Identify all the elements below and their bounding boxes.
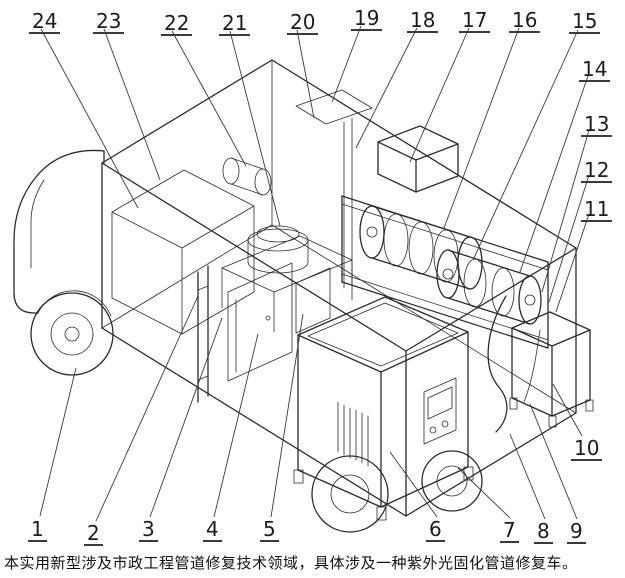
leader-2 [95,295,199,522]
callout-label-14: 14 [579,59,611,82]
cab-outline [13,149,105,314]
rear-wheel2-outer [421,450,483,512]
leader-20 [296,29,315,119]
callout-label-2: 2 [84,523,103,546]
callout-label-8: 8 [534,521,553,544]
small-box [295,267,331,334]
front-wheel-outer [30,292,114,376]
callout-label-23: 23 [93,11,125,34]
rear-wheels [311,450,483,533]
callout-label-18: 18 [407,10,439,33]
callout-label-22: 22 [161,13,193,36]
figure-caption: 本实用新型涉及市政工程管道修复技术领域，具体涉及一种紫外光固化管道修复车。 [4,555,578,572]
leader-18 [355,27,418,149]
callout-label-7: 7 [500,520,519,543]
leader-19 [331,25,362,103]
generator [293,296,474,521]
counter [221,235,353,333]
uv-cylinder-1 [359,205,483,290]
generator-vents [337,401,369,467]
leader-3 [149,317,223,518]
callout-label-5: 5 [260,519,279,542]
callout-label-12: 12 [581,160,613,183]
generator-panel [423,377,457,445]
truck-line-drawing [13,25,594,533]
uv-cylinder-2 [436,249,542,325]
leader-4 [213,333,259,518]
leader-22 [171,30,247,167]
rear-wheel2-inner [436,465,468,497]
left-cabinet [111,169,255,335]
leader-1 [39,367,77,517]
leader-23 [103,28,161,181]
callout-label-20: 20 [287,12,319,35]
handrail [197,265,209,403]
callout-label-16: 16 [509,10,541,33]
leader-6 [389,451,438,518]
leader-11 [555,213,590,313]
top-box [377,125,459,193]
drum [247,225,309,274]
front-wheel-inner [50,312,94,356]
body-wireframe [101,59,577,517]
leader-10 [552,383,583,437]
callout-label-1: 1 [28,519,47,542]
callout-label-15: 15 [569,11,601,34]
rear-wheel-inner [330,474,370,514]
small-cylinder [222,157,272,196]
callout-label-24: 24 [29,11,61,34]
leader-9 [529,403,578,520]
leader-17 [409,27,470,163]
callout-label-13: 13 [581,114,613,137]
rear-box [509,311,594,428]
leader-21 [229,30,281,227]
leader-13 [541,129,590,293]
callout-label-11: 11 [581,199,613,222]
leader-16 [443,27,520,229]
callout-label-17: 17 [459,10,491,33]
callout-label-19: 19 [351,8,383,31]
truck-cab [13,149,114,376]
roof-hatch [295,89,373,125]
body-top-face [101,59,577,352]
mid-cabinet [227,262,293,382]
leader-8 [509,433,546,520]
rear-wheel-outer [311,455,389,533]
cable [523,329,541,403]
leader-lines [39,25,590,522]
callout-label-9: 9 [567,521,586,544]
callout-label-3: 3 [139,519,158,542]
callout-label-10: 10 [571,438,603,461]
leader-14 [519,75,589,273]
callout-label-4: 4 [203,519,222,542]
leader-24 [40,28,139,209]
leader-15 [473,29,579,259]
leader-12 [548,174,590,303]
callout-label-6: 6 [426,519,445,542]
callout-label-21: 21 [219,13,251,36]
hose [487,295,508,433]
leader-7 [457,467,511,519]
cab-windshield [30,179,45,269]
leader-5 [270,313,304,518]
front-wheel-hub [64,326,80,342]
